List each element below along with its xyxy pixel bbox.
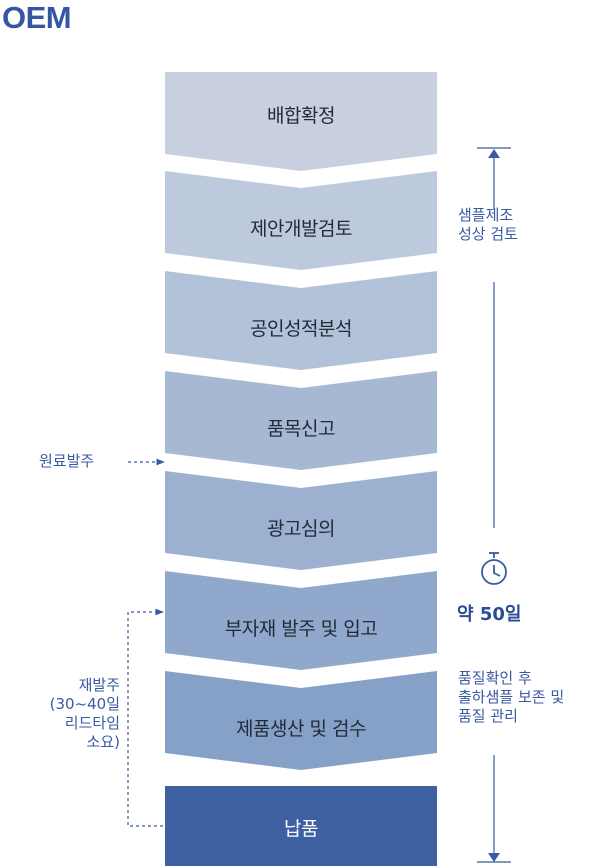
- process-step-3: [165, 271, 437, 370]
- reorder-line: 재발주: [78, 676, 120, 694]
- process-step-label: 제품생산 및 검수: [236, 718, 366, 740]
- quality-check-note: 품질확인 후 출하샘플 보존 및 품질 관리: [458, 669, 564, 726]
- reorder-line: (30~40일: [49, 695, 120, 713]
- process-step-5: [165, 471, 437, 570]
- duration-label: 약 50일: [457, 604, 522, 625]
- process-step-4: [165, 371, 437, 470]
- quality-check-line: 품질확인 후: [458, 669, 532, 687]
- reorder-line: 리드타임: [64, 714, 120, 732]
- timeline-line: [477, 147, 511, 863]
- page-title: OEM: [2, 0, 72, 35]
- sample-review-note: 샘플제조 성상 검토: [458, 206, 518, 244]
- reorder-line: 소요): [86, 733, 120, 751]
- process-step-label: 제안개발검토: [250, 218, 352, 240]
- process-step-1: [165, 72, 437, 171]
- process-step-7: [165, 671, 437, 770]
- process-step-label: 광고심의: [267, 518, 335, 540]
- reorder-note: 재발주 (30~40일 리드타임 소요): [10, 676, 120, 752]
- sample-review-line: 샘플제조: [458, 206, 514, 224]
- process-step-2: [165, 171, 437, 270]
- stopwatch-icon: [481, 552, 507, 585]
- reorder-loop-arrow: [127, 608, 164, 827]
- process-step-label: 부자재 발주 및 입고: [224, 618, 378, 640]
- process-step-8: [165, 786, 437, 866]
- quality-check-line: 출하샘플 보존 및: [458, 688, 565, 706]
- process-step-label: 공인성적분석: [250, 318, 352, 340]
- process-step-label: 배합확정: [267, 105, 335, 127]
- process-step-label: 납품: [284, 818, 318, 840]
- raw-material-order-label: 원료발주: [39, 452, 95, 470]
- sample-review-line: 성상 검토: [458, 225, 518, 243]
- process-step-6: [165, 571, 437, 670]
- quality-check-line: 품질 관리: [458, 707, 518, 725]
- process-step-label: 품목신고: [267, 418, 335, 440]
